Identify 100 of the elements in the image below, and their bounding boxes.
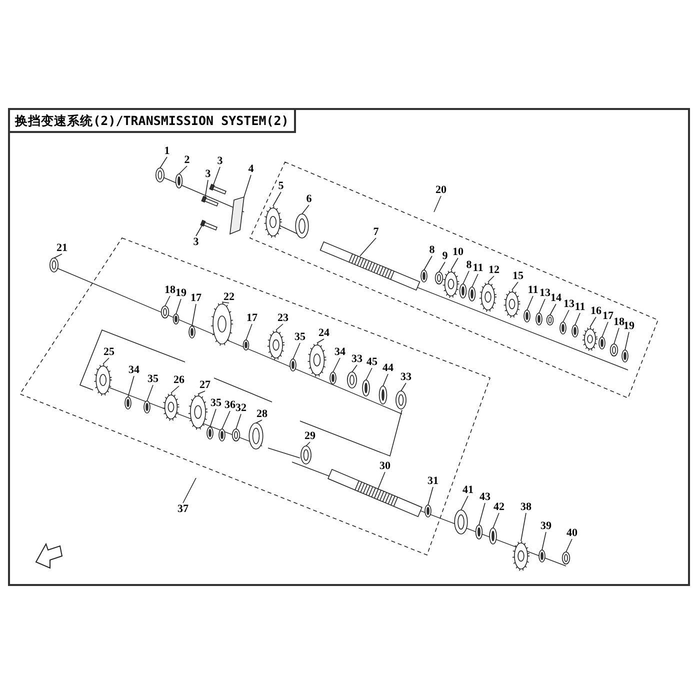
leader-line [256, 420, 262, 424]
callout-number: 9 [442, 250, 448, 262]
callout-number: 17 [602, 310, 614, 322]
leader-line [182, 478, 196, 504]
callout-number: 5 [278, 180, 284, 192]
callout-number: 26 [174, 374, 184, 386]
leader-line [512, 282, 518, 290]
washer [206, 426, 214, 440]
callout-number: 4 [248, 163, 254, 175]
callout-number: 38 [520, 501, 532, 513]
washer [188, 326, 196, 338]
callout-number: 20 [436, 184, 446, 196]
bearing [434, 272, 444, 284]
leader-line [434, 196, 442, 212]
callout-number: 17 [246, 312, 258, 324]
leader-line [176, 298, 182, 314]
bearing [546, 314, 554, 326]
leader-line [160, 156, 168, 168]
leader-line [198, 390, 206, 394]
callout-number: 37 [178, 503, 188, 515]
gear [94, 364, 112, 396]
washer [124, 396, 132, 410]
callout-number: 35 [148, 373, 158, 385]
washer [172, 314, 180, 324]
callout-number: 19 [176, 287, 186, 299]
callout-number: 36 [224, 399, 236, 411]
callout-number: 11 [528, 284, 538, 296]
washer [420, 270, 428, 282]
callout-number: 28 [256, 408, 268, 420]
washer [622, 350, 628, 362]
leader-line [236, 414, 242, 430]
gear [210, 302, 234, 346]
callout-number: 29 [304, 430, 316, 442]
cover-plate [230, 196, 244, 235]
washer [378, 386, 388, 404]
leader-line [244, 174, 252, 198]
leader-line [316, 338, 324, 344]
callout-number: 23 [278, 312, 288, 324]
washer [475, 524, 483, 540]
gear [503, 290, 521, 318]
leader-line [538, 298, 546, 314]
washer [330, 372, 336, 384]
washer [424, 504, 432, 518]
bearing [396, 390, 406, 410]
washer [144, 400, 150, 414]
leader-line [438, 262, 446, 272]
callout-number: 39 [540, 520, 552, 532]
leader-line [146, 384, 154, 402]
leader-line [192, 304, 196, 326]
leader-line [526, 296, 534, 310]
callout-number: 3 [205, 168, 211, 180]
callout-number: 22 [224, 291, 234, 303]
bearing [49, 258, 59, 272]
washer [536, 312, 542, 326]
leader-line [170, 386, 180, 394]
leader-line [492, 512, 500, 528]
leader-line [378, 472, 386, 490]
bearing [160, 306, 170, 318]
leader-line [614, 328, 620, 344]
bearing [155, 168, 165, 182]
callout-number: 8 [429, 244, 435, 256]
bearing [562, 552, 570, 564]
leader-line [246, 324, 252, 340]
bearing [295, 214, 309, 238]
leader-line [352, 364, 358, 372]
callout-number: 34 [128, 364, 140, 376]
leader-line [222, 302, 230, 304]
leader-line [196, 222, 204, 236]
gear [162, 392, 180, 422]
leader-line [472, 274, 478, 288]
callout-number: 40 [566, 527, 578, 539]
washer [218, 428, 226, 442]
leader-line [212, 166, 220, 186]
leader-line [602, 322, 608, 338]
callout-number: 17 [190, 292, 202, 304]
callout-number: 11 [574, 301, 586, 313]
callout-number: 13 [564, 298, 574, 310]
leader-line [276, 324, 284, 330]
callout-number: 33 [400, 371, 412, 383]
callout-number: 18 [614, 316, 624, 328]
leader-line [450, 258, 458, 270]
callout-number: 35 [210, 397, 222, 409]
washer [598, 336, 606, 350]
washer [459, 284, 467, 298]
callout-number: 6 [306, 193, 312, 205]
leader-line [164, 296, 170, 306]
leader-line [204, 180, 208, 198]
callout-number: 41 [462, 484, 474, 496]
title: 换挡变速系统(2)/TRANSMISSION SYSTEM(2) [8, 108, 296, 133]
leader-line [520, 512, 526, 542]
callout-number: 27 [200, 379, 210, 391]
callout-number: 18 [164, 284, 176, 296]
gear [479, 282, 497, 312]
leader-line [566, 538, 572, 552]
gear [582, 326, 598, 352]
washer [468, 286, 476, 302]
leader-line [332, 358, 340, 372]
callout-number: 11 [472, 262, 484, 274]
washer [560, 322, 566, 334]
bearing [300, 446, 312, 464]
